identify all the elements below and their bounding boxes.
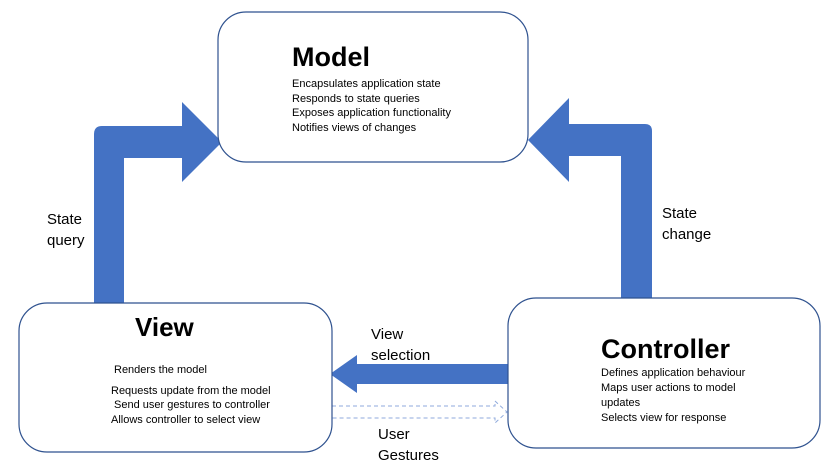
controller-line: updates [601, 397, 641, 409]
controller-line: Maps user actions to model [601, 382, 736, 394]
user-gestures-label: User Gestures [378, 424, 439, 466]
state-change-arrow [528, 98, 652, 300]
view-title: View [135, 312, 194, 342]
model-line: Exposes application functionality [292, 107, 451, 119]
edge-label-line: State [662, 205, 698, 222]
view-line: Renders the model [114, 364, 207, 376]
edge-label-line: query [47, 232, 85, 249]
controller-line: Defines application behaviour [601, 367, 746, 379]
view-line: Send user gestures to controller [114, 399, 270, 411]
controller-title: Controller [601, 334, 731, 364]
controller-box [507, 297, 821, 449]
view-line: Requests update from the model [111, 385, 271, 397]
user-gestures-arrow [332, 399, 508, 425]
model-title: Model [292, 42, 370, 72]
model-box [217, 11, 529, 163]
model-line: Notifies views of changes [292, 121, 417, 134]
view-selection-arrow [330, 355, 508, 393]
view-line: Allows controller to select view [111, 414, 261, 426]
controller-line: Selects view for response [601, 412, 727, 424]
model-responsibilities: Encapsulates application state Responds … [292, 77, 451, 135]
edge-label-line: State [47, 211, 83, 228]
edge-label-line: User [378, 426, 410, 443]
state-change-label: State change [662, 203, 711, 245]
edge-label-line: change [662, 226, 712, 243]
model-line: Responds to state queries [292, 92, 420, 105]
state-query-arrow [94, 102, 222, 306]
edge-label-line: View [371, 326, 404, 343]
state-query-label: State query [47, 209, 85, 251]
edge-label-line: selection [371, 347, 431, 364]
model-line: Encapsulates application state [292, 78, 441, 90]
view-box [18, 302, 333, 453]
edge-label-line: Gestures [378, 447, 439, 464]
view-selection-label: View selection [371, 324, 430, 366]
